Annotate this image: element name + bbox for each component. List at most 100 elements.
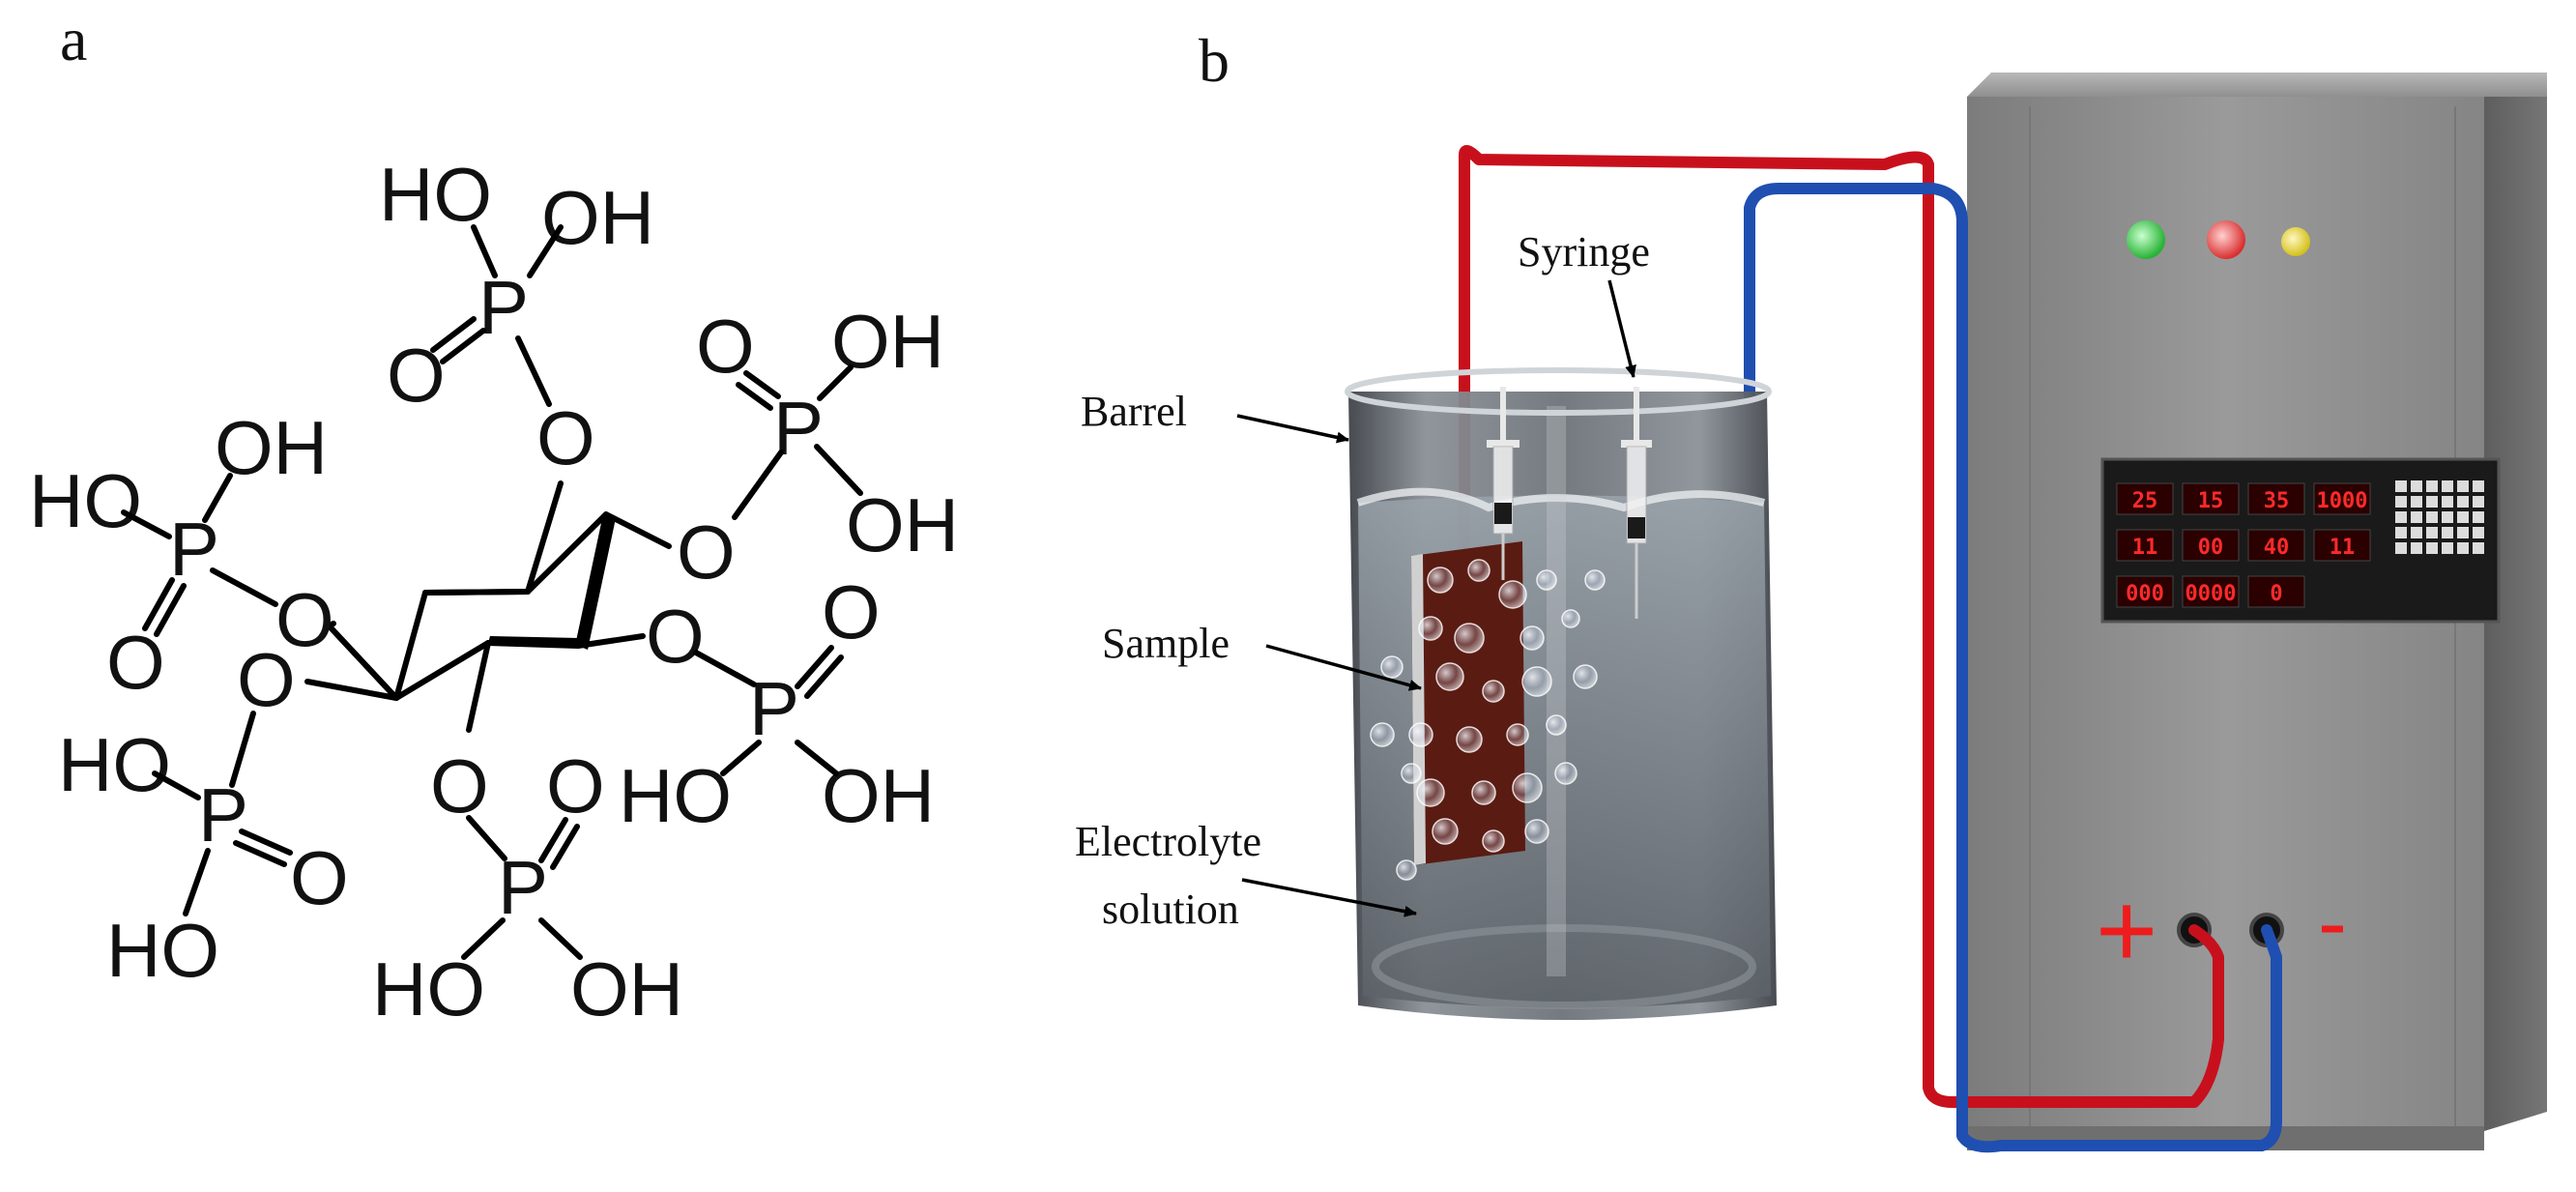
beaker-rim — [1345, 367, 1772, 416]
hydroxyl-label: HO — [379, 152, 492, 237]
led-cell — [2395, 496, 2407, 508]
led-cell — [2395, 511, 2407, 523]
readout-box — [2182, 575, 2240, 608]
readout-value: 0 — [2270, 582, 2282, 606]
gas-bubble — [1408, 722, 1433, 747]
led-cell — [2395, 527, 2407, 538]
readout-box — [2116, 529, 2174, 562]
phosphate-group-2: O OH P OH O — [677, 299, 959, 595]
led-cell — [2442, 527, 2453, 538]
indicator-light-red — [2207, 220, 2245, 259]
barrel-arrow — [1236, 414, 1349, 444]
gas-bubble — [1482, 680, 1505, 703]
barrel-beaker — [1345, 367, 1777, 1020]
led-cell — [2457, 496, 2469, 508]
phosphorus-label: P — [169, 507, 219, 592]
gas-bubble — [1401, 763, 1422, 784]
readout-box — [2182, 482, 2240, 515]
hydroxyl-label: HO — [619, 753, 732, 838]
readout-value: 11 — [2132, 536, 2158, 560]
wedge-bond — [578, 514, 616, 650]
gas-bubble — [1573, 664, 1598, 689]
gas-bubble — [1498, 580, 1527, 609]
readout-value: 15 — [2198, 489, 2224, 513]
led-matrix — [2395, 480, 2484, 554]
cabinet-side — [2484, 97, 2547, 1131]
hydroxyl-label: HO — [106, 908, 219, 993]
gas-bubble — [1520, 625, 1545, 651]
led-cell — [2473, 527, 2484, 538]
gas-bubble — [1524, 819, 1549, 844]
readout-box — [2247, 529, 2305, 562]
panel-a-label: a — [60, 5, 87, 73]
gas-bubble — [1456, 726, 1483, 753]
led-cell — [2426, 511, 2438, 523]
oxygen-label: O — [430, 743, 489, 829]
phytic-acid-structure: HO OH P O O O OH P OH O OH HO — [29, 152, 959, 1032]
electrolyte-arrow — [1241, 878, 1417, 917]
led-cell — [2457, 511, 2469, 523]
led-cell — [2426, 527, 2438, 538]
indicator-light-yellow — [2281, 227, 2310, 256]
hydroxyl-label: HO — [58, 722, 171, 807]
cathode-wire — [1744, 183, 2282, 1153]
led-cell — [2411, 480, 2422, 492]
syringe-right — [1621, 387, 1652, 619]
readout-box — [2116, 575, 2174, 608]
readout-value: 000 — [2126, 582, 2164, 606]
readout-value: 00 — [2198, 536, 2224, 560]
phosphate-group-3: OH HO P O O — [29, 405, 334, 705]
gas-bubble — [1482, 829, 1505, 853]
phosphate-group-6: O O P HO OH — [372, 743, 683, 1032]
led-cell — [2411, 542, 2422, 554]
phosphate-group-5: O HO P O HO — [58, 637, 349, 993]
gas-bubble — [1380, 655, 1404, 679]
syringe-callout: Syringe — [1518, 228, 1650, 276]
readout-value: 11 — [2330, 536, 2356, 560]
readout-value: 25 — [2132, 489, 2158, 513]
led-cell — [2457, 542, 2469, 554]
gas-bubble — [1370, 722, 1395, 747]
readout-box — [2247, 482, 2305, 515]
led-cell — [2411, 511, 2422, 523]
wedge-bond — [488, 636, 580, 646]
gas-bubble — [1396, 859, 1417, 881]
oxygen-label: O — [290, 835, 349, 920]
hydroxyl-label: OH — [822, 753, 935, 838]
led-cell — [2426, 496, 2438, 508]
readout-box — [2313, 529, 2371, 562]
readout-box — [2313, 482, 2371, 515]
gas-bubble — [1512, 772, 1543, 803]
gas-bubble — [1506, 723, 1529, 746]
phosphorus-label: P — [749, 666, 799, 751]
sample-arrow — [1265, 644, 1422, 691]
led-cell — [2457, 527, 2469, 538]
cabinet-top — [1967, 73, 2547, 97]
hydroxyl-label: HO — [29, 458, 142, 543]
gas-bubble — [1521, 666, 1552, 697]
led-cell — [2473, 511, 2484, 523]
inositol-ring — [326, 511, 616, 701]
gas-bubble — [1561, 609, 1580, 628]
readout-value: 1000 — [2317, 489, 2368, 513]
gas-bubble — [1432, 818, 1459, 845]
oxygen-label: O — [677, 509, 736, 595]
hydroxyl-label: HO — [372, 946, 485, 1032]
barrel-callout: Barrel — [1081, 388, 1187, 435]
electrolyte-callout-line1: Electrolyte — [1075, 818, 1261, 865]
gas-bubble — [1584, 569, 1606, 591]
readout-box — [2182, 529, 2240, 562]
hydroxyl-label: OH — [846, 482, 959, 567]
phosphorus-label: P — [478, 265, 529, 350]
hydroxyl-label: OH — [541, 175, 654, 260]
electrolyte-callout-line2: solution — [1102, 886, 1239, 933]
anode-wire — [1459, 145, 2224, 1108]
oxygen-label: O — [237, 637, 296, 722]
led-cell — [2473, 496, 2484, 508]
led-cell — [2457, 480, 2469, 492]
oxygen-label: O — [275, 577, 334, 662]
indicator-light-green — [2127, 220, 2165, 259]
